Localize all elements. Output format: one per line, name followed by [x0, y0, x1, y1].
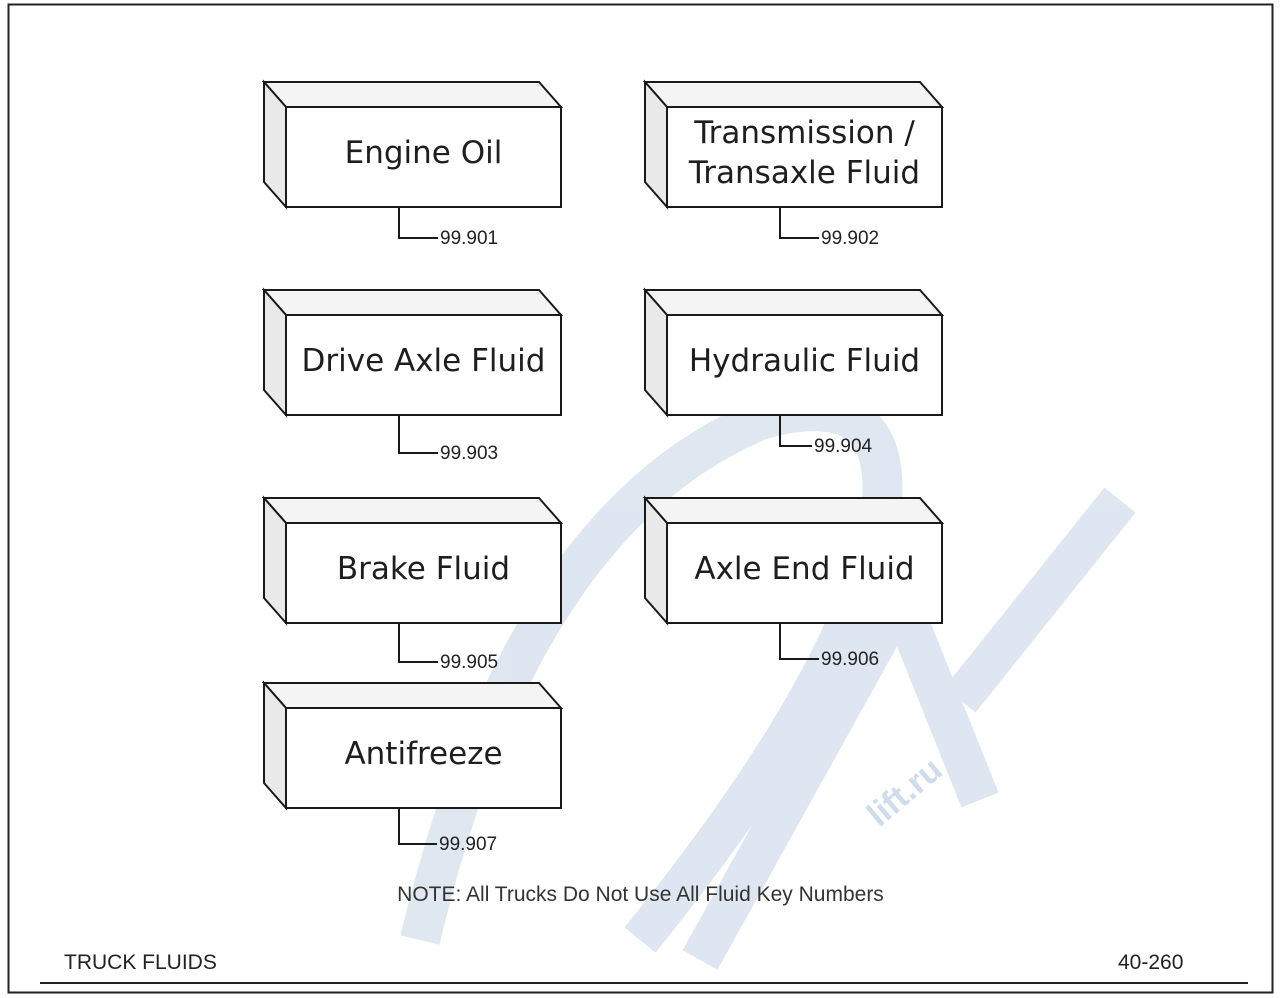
box-top-face — [642, 289, 945, 316]
fluid-key-number: 99.904 — [814, 436, 873, 457]
footer-section-title: TRUCK FLUIDS — [64, 951, 217, 974]
box-front-face — [285, 314, 562, 416]
fluid-box — [261, 287, 564, 454]
key-leader-line — [398, 623, 438, 663]
fluid-key-number: 99.905 — [440, 652, 499, 673]
fluid-box — [642, 79, 945, 239]
box-top-face — [261, 81, 564, 108]
box-top-face — [642, 81, 945, 108]
fluid-key-number: 99.906 — [821, 649, 880, 670]
key-leader-line — [779, 415, 812, 447]
fluid-key-number: 99.903 — [440, 443, 499, 464]
fluid-key-number: 99.902 — [821, 228, 880, 249]
box-label: Axle End Fluid — [694, 551, 915, 587]
box-top-face — [261, 289, 564, 316]
fluid-box — [642, 495, 945, 660]
key-leader-line — [779, 623, 819, 660]
key-leader-line — [398, 207, 438, 239]
box-label: Drive Axle Fluid — [301, 343, 546, 379]
box-front-face — [666, 522, 943, 624]
box-top-face — [261, 497, 564, 524]
box-front-face — [666, 106, 943, 208]
box-top-face — [642, 497, 945, 524]
box-front-face — [285, 707, 562, 809]
box-top-face — [261, 682, 564, 709]
box-label: Antifreeze — [344, 736, 503, 772]
note-text: NOTE: All Trucks Do Not Use All Fluid Ke… — [397, 883, 884, 906]
fluid-box — [642, 287, 945, 447]
box-front-face — [666, 314, 943, 416]
page-border — [7, 3, 1274, 994]
box-label: Hydraulic Fluid — [688, 343, 921, 379]
fluid-key-number: 99.907 — [439, 834, 498, 855]
fluid-box — [261, 79, 564, 239]
fluid-box — [261, 680, 564, 845]
key-leader-line — [398, 415, 438, 454]
fluid-box — [261, 495, 564, 663]
box-label: Brake Fluid — [336, 551, 511, 587]
box-label: Engine Oil — [344, 135, 503, 171]
box-front-face — [285, 106, 562, 208]
key-leader-line — [398, 808, 437, 845]
footer-page-number: 40-260 — [1118, 951, 1184, 974]
key-leader-line — [779, 207, 819, 239]
fluid-key-number: 99.901 — [440, 228, 499, 249]
box-label: Transmission / Transaxle Fluid — [688, 115, 921, 191]
box-front-face — [285, 522, 562, 624]
